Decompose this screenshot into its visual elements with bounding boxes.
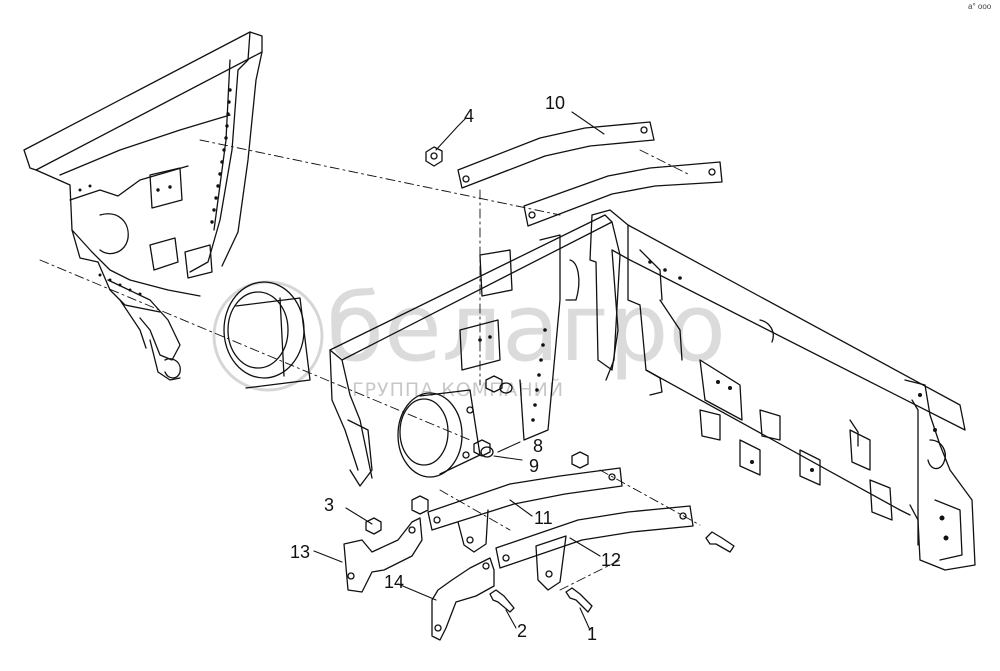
callout-4: 4 (464, 106, 474, 126)
leader-lines (313, 111, 605, 631)
middle-crossbeam (329, 214, 621, 487)
part-10-straps (457, 121, 723, 227)
watermark-tagline: ГРУППА КОМПАНИЙ (352, 378, 564, 401)
part-3-nut (365, 517, 382, 535)
dashed-lines (39, 139, 701, 591)
left-frame (23, 31, 263, 381)
callout-11: 11 (534, 508, 553, 528)
part-2-bolt (489, 589, 515, 613)
callout-3: 3 (324, 495, 334, 515)
part-14-bracket (431, 557, 495, 641)
watermark-brand: белагро (326, 274, 726, 383)
callout-9: 9 (529, 456, 539, 476)
callout-8: 8 (533, 436, 543, 456)
callout-12: 12 (601, 550, 621, 570)
misc-nuts (411, 375, 589, 515)
part-8-nut (473, 439, 491, 457)
callout-14: 14 (384, 572, 404, 592)
callout-2: 2 (517, 621, 527, 641)
callout-13: 13 (290, 542, 310, 562)
watermark-logo (212, 280, 324, 392)
corner-mark: a° ooo (968, 2, 992, 11)
callout-10: 10 (545, 93, 565, 113)
round-housing (223, 281, 311, 389)
part-12-strap (495, 505, 694, 591)
right-frame (589, 209, 976, 571)
callout-1: 1 (587, 624, 597, 644)
part-1-bolt (565, 587, 593, 613)
bolt-right (705, 531, 735, 553)
part-13-bracket (343, 517, 423, 593)
part-11-strap (427, 467, 623, 553)
part-4-nut (425, 146, 443, 167)
round-lamp (397, 389, 481, 478)
part-9-washer (480, 446, 494, 458)
